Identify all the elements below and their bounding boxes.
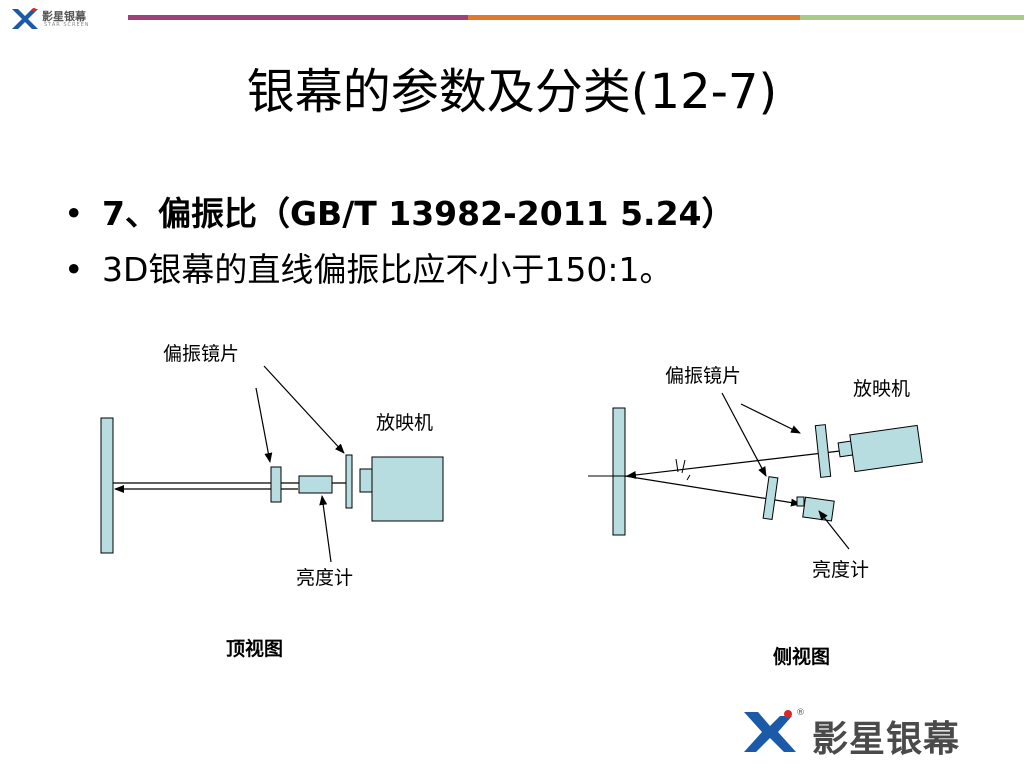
top-view-luminance-meter [298,475,333,494]
top-view-projector [371,456,444,522]
brand-name-large: 影星银幕 [812,719,961,760]
side-view-polarizer-pointer [740,403,801,434]
side-view-luminance-meter [802,496,835,522]
top-bar-purple [128,15,468,20]
side-view-projector [849,424,923,473]
side-view-meter-pointer [818,510,850,550]
top-view-diagram [100,365,444,563]
side-view-meter-lens [796,496,805,507]
brand-sub-small: STAR SCREEN [44,22,90,28]
side-view-meter-label: 亮度计 [812,559,870,581]
side-view-incident-beam [626,450,841,479]
side-view-caption: 侧视图 [773,646,831,668]
brand-logo-large: ® 影星银幕 [742,708,1012,760]
side-view-polarizer-label: 偏振镜片 [665,365,742,387]
top-view-projector-label: 放映机 [376,412,434,434]
bullet-list: • 7、偏振比（GB/T 13982-2011 5.24） • 3D银幕的直线偏… [64,186,735,298]
top-bar-orange [468,15,800,20]
side-view-diagram [588,392,923,550]
bullet-item: • 3D银幕的直线偏振比应不小于150:1。 [64,242,735,298]
top-view-polarizer-label: 偏振镜片 [163,343,240,365]
side-view-polarizer-meter [762,476,779,521]
brand-name-small: 影星银幕 [42,10,86,23]
top-view-projector-lens [359,468,373,493]
top-view-polarizer-pointer [255,387,273,463]
star-screen-logo-icon [744,710,796,752]
top-view-meter-pointer [319,495,332,563]
slide-title: 银幕的参数及分类(12-7) [246,64,778,120]
registered-mark: ® [796,708,805,718]
star-screen-logo-icon [12,8,38,29]
bullet-text-requirement: 3D银幕的直线偏振比应不小于150:1。 [102,250,673,289]
bullet-marker: • [64,194,84,233]
top-view-polarizer-pointer [263,365,345,454]
side-view-polarizer-pointer [721,392,767,477]
side-view-screen [612,407,626,536]
top-bar-green [800,15,1024,20]
side-view-polarizer-projector [814,424,832,478]
bullet-text-standard: 7、偏振比（GB/T 13982-2011 5.24） [102,194,735,233]
bullet-marker: • [64,250,84,289]
brand-logo-small: 影星银幕 STAR SCREEN [10,6,120,34]
top-view-caption: 顶视图 [226,638,284,660]
top-view-polarizer-meter [270,466,282,503]
side-view-projector-label: 放映机 [853,378,911,400]
side-view-tick [681,459,686,474]
top-view-screen [100,417,114,554]
top-view-meter-label: 亮度计 [296,567,354,589]
side-view-tick [675,458,679,473]
top-view-polarizer-projector [345,454,353,509]
bullet-item: • 7、偏振比（GB/T 13982-2011 5.24） [64,186,735,242]
side-view-tick [686,474,691,481]
